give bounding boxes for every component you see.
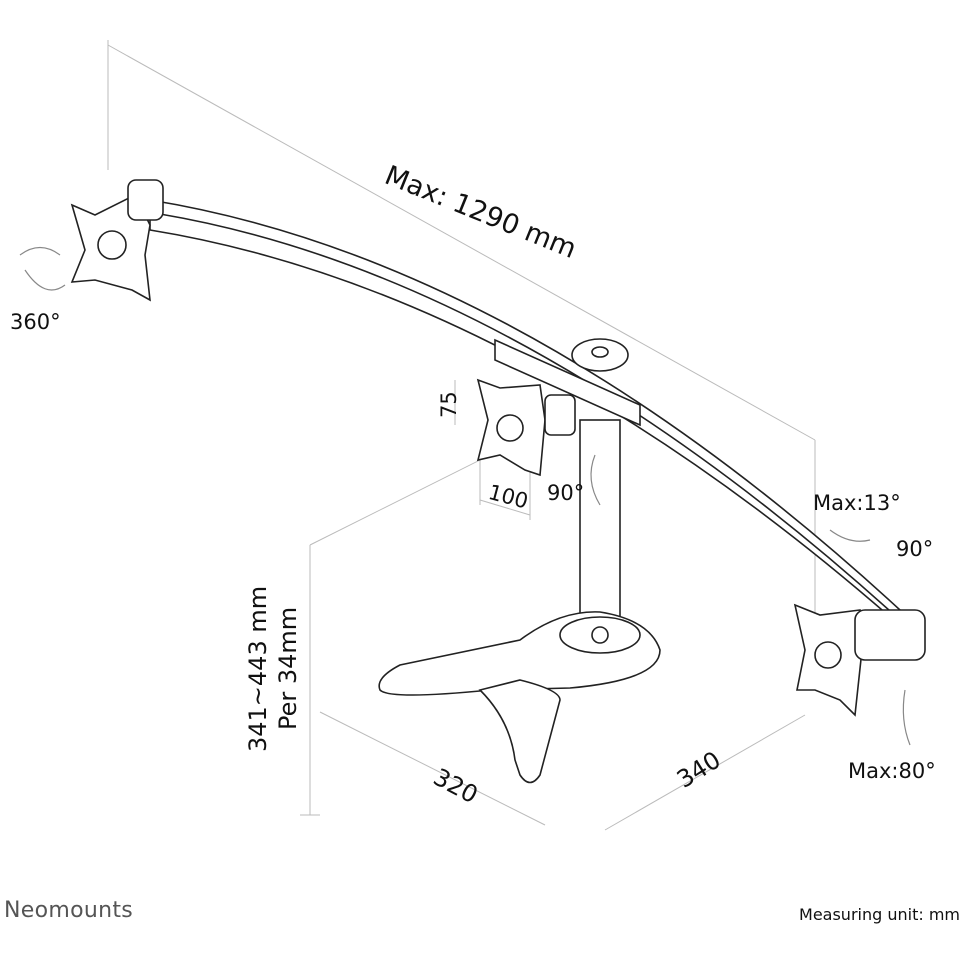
swivel-right-label: 90° xyxy=(896,537,934,561)
swivel-center-label: 90° xyxy=(547,481,585,505)
height-range-label: 341~443 mm xyxy=(244,585,272,752)
rotation-label: 360° xyxy=(10,310,61,334)
monitor-arm xyxy=(70,179,926,784)
brand-logo: Neomounts xyxy=(4,898,134,923)
tilt-down-label: Max:80° xyxy=(848,759,936,783)
height-step-label: Per 34mm xyxy=(274,606,302,730)
vesa-height-label: 75 xyxy=(437,391,461,418)
rotation-arrows xyxy=(19,246,911,746)
dimension-lines xyxy=(107,40,816,831)
measuring-unit-note: Measuring unit: mm xyxy=(799,905,960,924)
tilt-up-label: Max:13° xyxy=(813,491,901,515)
